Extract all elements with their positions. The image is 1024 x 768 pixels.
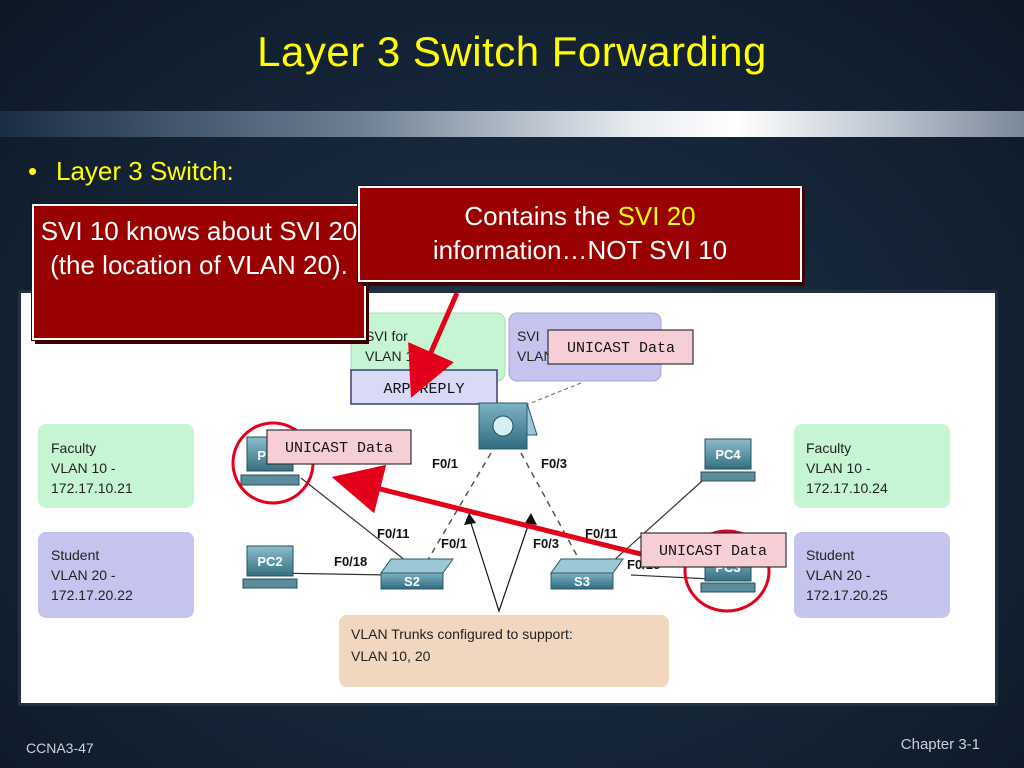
- student-left-line1: Student: [51, 547, 99, 563]
- link-pc4-s3: [610, 472, 712, 564]
- pc2: PC2: [242, 545, 298, 589]
- unicast-right-text: UNICAST Data: [659, 543, 767, 560]
- callout-svi20: Contains the SVI 20 information…NOT SVI …: [358, 186, 802, 282]
- port-s2-f011: F0/11: [377, 526, 410, 541]
- trunk-pointer-arrow-left: [464, 513, 476, 525]
- pc4-label: PC4: [715, 447, 741, 462]
- student-left-box: Student VLAN 20 - 172.17.20.22: [38, 532, 194, 618]
- bullet-dot: •: [28, 156, 38, 186]
- faculty-right-line3: 172.17.10.24: [806, 480, 888, 496]
- slide-title: Layer 3 Switch Forwarding: [257, 28, 767, 75]
- bullet-item: • Layer 3 Switch:: [28, 156, 234, 187]
- faculty-right-line1: Faculty: [806, 440, 851, 456]
- svi20-link: [525, 382, 582, 406]
- faculty-right-line2: VLAN 10 -: [806, 460, 871, 476]
- trunk-pointer-arrow-right: [525, 513, 537, 525]
- port-s3-f03: F0/3: [533, 536, 559, 551]
- port-s1-f03: F0/3: [541, 456, 567, 471]
- pc4-monitor-icon: [704, 438, 752, 470]
- student-right-line1: Student: [806, 547, 854, 563]
- unicast-left-text: UNICAST Data: [285, 440, 393, 457]
- faculty-left-line3: 172.17.10.21: [51, 480, 133, 496]
- switch-s1: S1: [478, 402, 538, 462]
- arp-reply-text: ARP REPLY: [383, 381, 464, 398]
- callout-svi20-line2: information…NOT SVI 10: [432, 235, 728, 265]
- svi10-line2: VLAN 10: [365, 348, 421, 364]
- student-right-line2: VLAN 20 -: [806, 567, 871, 583]
- pc3-highlight-circle: [683, 529, 771, 613]
- unicast-top-text: UNICAST Data: [567, 340, 675, 357]
- trunk-pointer: [468, 516, 532, 613]
- port-s2-f01: F0/1: [441, 536, 467, 551]
- callout-svi10-text: SVI 10 knows about SVI 20 (the location …: [40, 216, 358, 280]
- student-right-box: Student VLAN 20 - 172.17.20.25: [794, 532, 950, 618]
- switch-s3: S3: [550, 558, 624, 590]
- pc4: PC4: [700, 438, 756, 482]
- pc2-label: PC2: [257, 554, 282, 569]
- faculty-right-box: Faculty VLAN 10 - 172.17.10.24: [794, 424, 950, 508]
- callout-svi10: SVI 10 knows about SVI 20 (the location …: [32, 204, 366, 340]
- s2-label: S2: [404, 574, 420, 589]
- student-left-line3: 172.17.20.22: [51, 587, 133, 603]
- footer-chapter: Chapter 3-1: [900, 736, 980, 753]
- arp-reply-label: ARP REPLY: [350, 369, 498, 405]
- faculty-left-line2: VLAN 10 -: [51, 460, 116, 476]
- pc2-monitor-icon: [246, 545, 294, 577]
- link-pc3-s3: [630, 574, 712, 580]
- callout-svi20-prefix: Contains the: [464, 201, 618, 231]
- callout-svi20-highlight: SVI 20: [617, 201, 696, 231]
- unicast-label-top: UNICAST Data: [547, 329, 694, 365]
- trunk-s1-s3: [520, 452, 582, 564]
- multilayer-icon: [492, 415, 514, 437]
- link-pc1-s2: [300, 477, 407, 562]
- callout-arrow: [408, 293, 460, 398]
- switch-s2: S2: [380, 558, 454, 590]
- s1-label: S1: [495, 447, 511, 462]
- unicast-label-right: UNICAST Data: [640, 532, 787, 568]
- faculty-left-box: Faculty VLAN 10 - 172.17.10.21: [38, 424, 194, 508]
- title-banner: [0, 111, 1024, 137]
- port-s2-f018: F0/18: [334, 554, 367, 569]
- callout-svi20-line1: Contains the SVI 20: [360, 199, 800, 233]
- footer-slide-id: CCNA3-47: [26, 740, 94, 756]
- port-s1-f01: F0/1: [432, 456, 458, 471]
- trunk-line1: VLAN Trunks configured to support:: [351, 626, 573, 642]
- svi20-line1: SVI: [517, 328, 540, 344]
- diagram-canvas: SVI for VLAN 10 SVI VLAN 20 ARP REPLY UN…: [38, 293, 950, 687]
- unicast-label-left: UNICAST Data: [266, 429, 412, 465]
- trunk-note-box: VLAN Trunks configured to support: VLAN …: [339, 615, 669, 687]
- unicast-path-arrow: [331, 464, 662, 562]
- faculty-left-line1: Faculty: [51, 440, 96, 456]
- port-s3-f011: F0/11: [585, 526, 618, 541]
- trunk-line2: VLAN 10, 20: [351, 648, 431, 664]
- s3-label: S3: [574, 574, 590, 589]
- student-right-line3: 172.17.20.25: [806, 587, 888, 603]
- network-diagram: SVI for VLAN 10 SVI VLAN 20 ARP REPLY UN…: [18, 290, 998, 706]
- svi10-line1: SVI for: [365, 328, 408, 344]
- student-left-line2: VLAN 20 -: [51, 567, 116, 583]
- bullet-text: Layer 3 Switch:: [56, 156, 234, 186]
